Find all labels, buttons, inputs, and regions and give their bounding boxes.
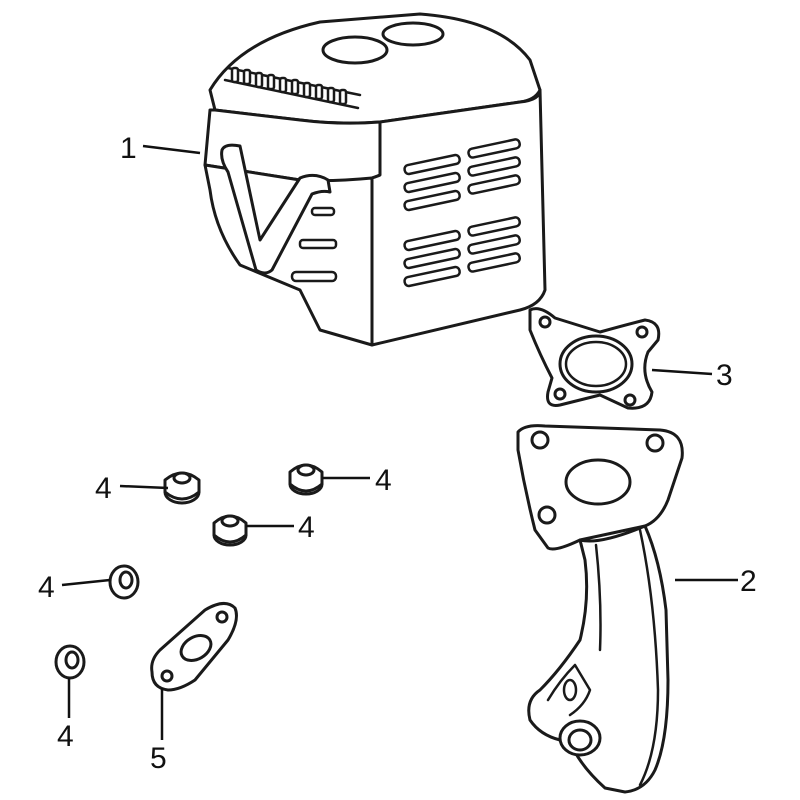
v-logo-icon bbox=[220, 143, 332, 275]
leader-line-4a bbox=[119, 484, 169, 490]
vent-grille-top bbox=[230, 66, 348, 106]
callout-4a: 4 bbox=[95, 472, 112, 505]
leader-line-1 bbox=[142, 144, 201, 155]
callout-2: 2 bbox=[740, 565, 757, 598]
nut-a bbox=[163, 471, 201, 505]
callout-4b: 4 bbox=[375, 464, 392, 497]
nut-c bbox=[212, 514, 248, 547]
callout-4e: 4 bbox=[57, 720, 74, 753]
gasket-large bbox=[528, 307, 661, 410]
callout-4c: 4 bbox=[298, 511, 315, 544]
callout-5: 5 bbox=[150, 742, 167, 775]
callout-1: 1 bbox=[120, 132, 137, 165]
callout-4d: 4 bbox=[38, 571, 55, 604]
leader-line-4d bbox=[61, 578, 111, 587]
vent-grille-side bbox=[403, 138, 521, 288]
exhaust-pipe bbox=[516, 424, 684, 794]
gasket-small bbox=[150, 602, 238, 692]
leader-line-3 bbox=[651, 368, 713, 376]
muffler-cover bbox=[203, 12, 547, 347]
nut-d bbox=[108, 564, 140, 600]
nut-b bbox=[288, 463, 324, 496]
nut-e bbox=[54, 644, 86, 680]
callout-3: 3 bbox=[716, 359, 733, 392]
